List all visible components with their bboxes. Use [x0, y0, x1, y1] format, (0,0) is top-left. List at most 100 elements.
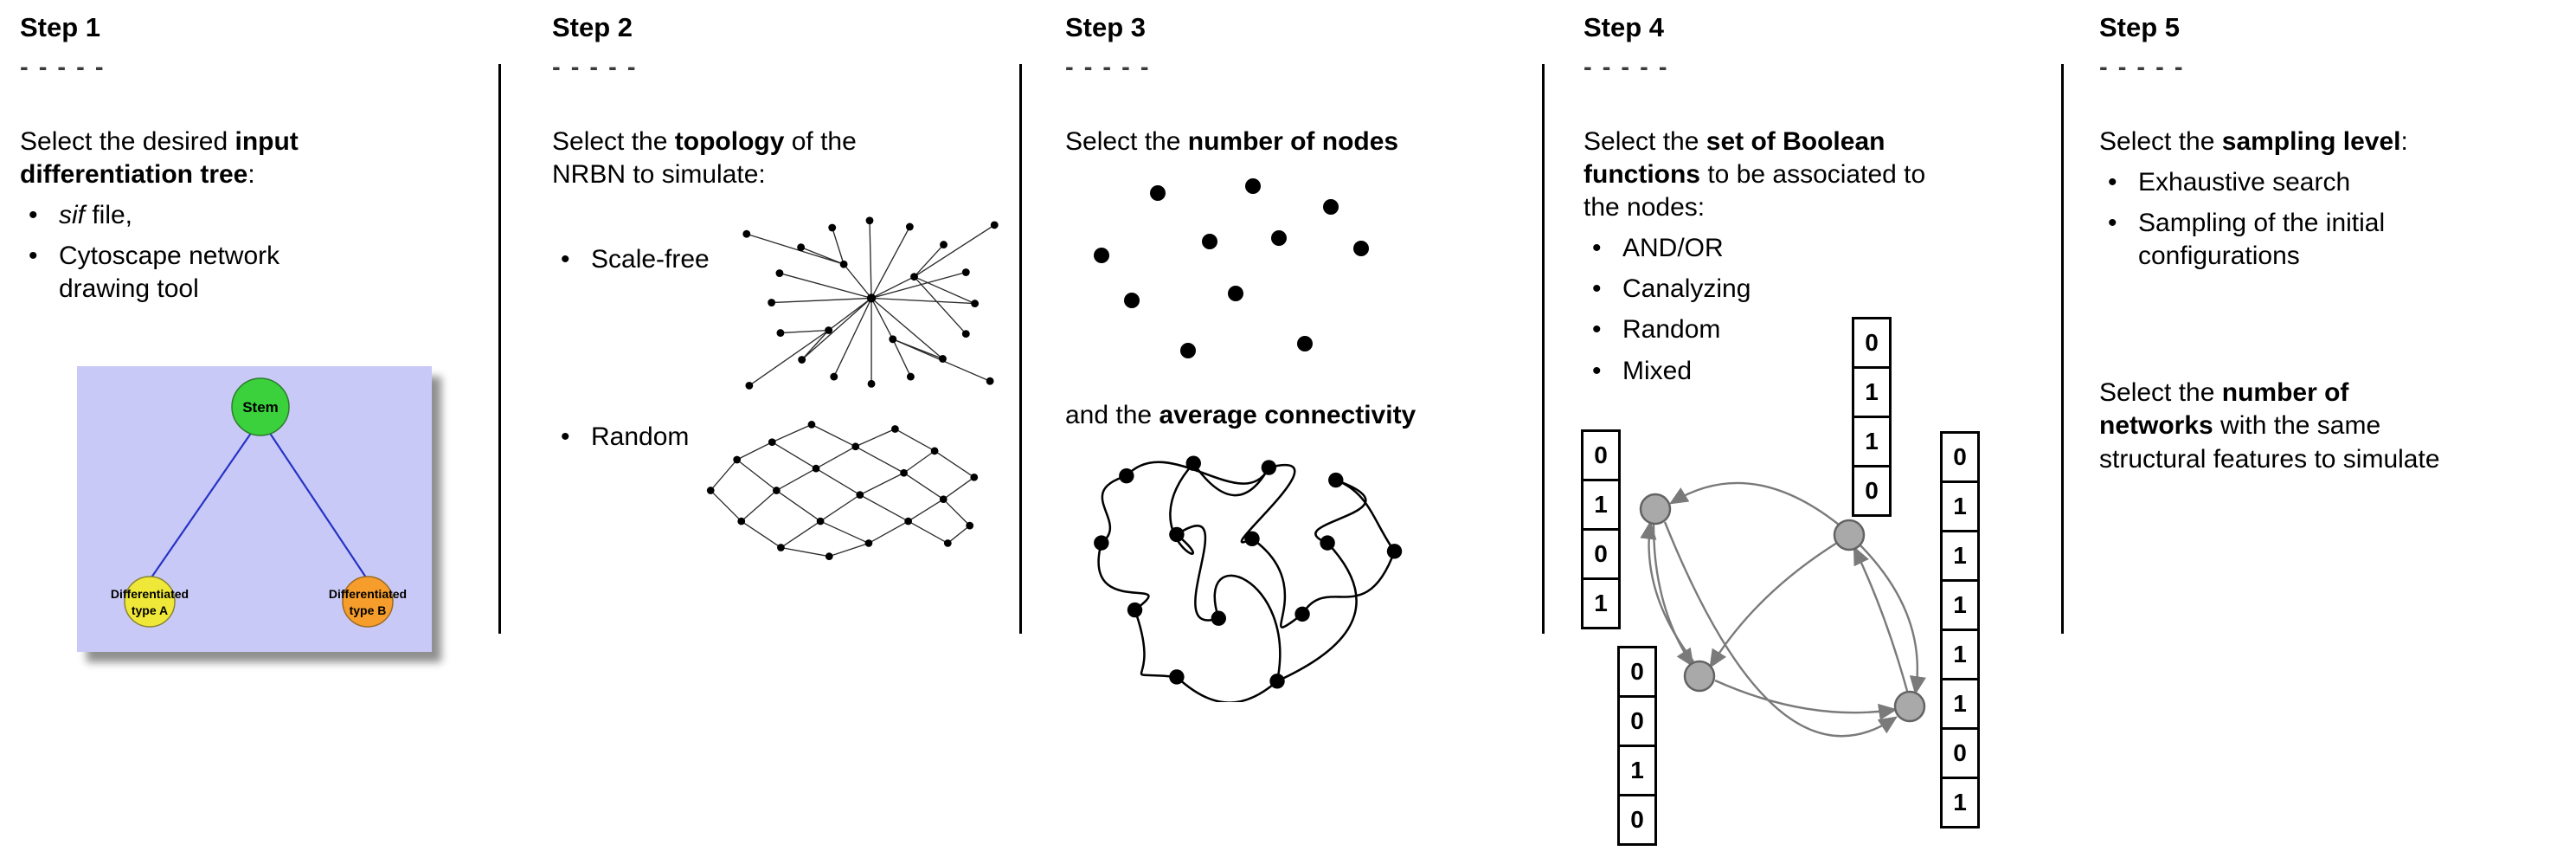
boolean-node — [1833, 519, 1866, 551]
node-dots — [1094, 178, 1369, 359]
bullet-text: Mixed — [1622, 356, 1693, 385]
bullet-item-canalyzing: •Canalyzing — [1584, 273, 2061, 306]
text-segment: Cytoscape network — [59, 242, 280, 271]
step-1-title: Step 1 — [20, 12, 101, 42]
bullet-marker: • — [1592, 315, 1602, 345]
truth-table-cell: 0 — [1617, 646, 1657, 698]
label-line: type B — [350, 603, 387, 617]
stem-node — [231, 377, 290, 437]
text-segment-bold: networks — [2099, 411, 2213, 441]
bullet-item-random: • Random — [552, 421, 697, 454]
connectivity-nodes — [1094, 455, 1403, 689]
bullet-marker: • — [2108, 168, 2117, 197]
bullet-text: Random — [1622, 315, 1721, 345]
scale-free-network-image — [742, 216, 999, 390]
scale-free-edges — [746, 220, 995, 387]
bullet-item-exhaustive: • Exhaustive search — [2099, 166, 2576, 199]
network-arrow — [1668, 481, 1844, 529]
bullet-item-sif-file: • sif file, — [20, 199, 498, 232]
truth-table-cell: 0 — [1581, 429, 1621, 481]
text-segment-bold: topology — [674, 127, 785, 156]
text-segment-bold: number of nodes — [1187, 127, 1399, 156]
bullet-marker: • — [2108, 209, 2117, 238]
text-segment: structural features to simulate — [2099, 444, 2440, 474]
step-2-title: Step 2 — [552, 12, 633, 42]
text-segment: to be associated to — [1700, 160, 1926, 190]
step-5-dashed-separator: - - - - - — [2099, 54, 2185, 81]
truth-table-cell: 1 — [1581, 577, 1621, 629]
step-4-panel: Step 4 - - - - - Select the set of Boole… — [1545, 0, 2061, 851]
text-segment: NRBN to simulate: — [552, 160, 766, 190]
truth-table-cell: 1 — [1940, 579, 1980, 631]
text-segment: of the — [784, 127, 857, 156]
text-segment-bold: average connectivity — [1159, 401, 1416, 430]
step-5-panel: Step 5 - - - - - Select the sampling lev… — [2064, 0, 2576, 851]
text-segment: : — [2400, 127, 2408, 156]
step-3-line2: and the average connectivity — [1065, 399, 1542, 432]
step-1-dashed-separator: - - - - - — [20, 54, 106, 81]
scale-free-nodes — [742, 216, 999, 390]
truth-table-cell: 0 — [1940, 727, 1980, 779]
bullet-marker: • — [561, 422, 570, 452]
truth-table-cell: 0 — [1617, 794, 1657, 846]
truth-table-bottom-left: 0 0 1 0 — [1617, 646, 1657, 846]
column-divider — [1019, 64, 1022, 634]
boolean-network-svg — [1639, 481, 1926, 738]
scale-free-option-row: • Scale-free — [552, 198, 1019, 403]
boolean-network-diagram: 0 1 0 1 0 1 1 0 0 1 1 1 1 1 0 1 — [1581, 308, 2078, 851]
type-b-label: Differentiated type B — [329, 587, 407, 617]
text-segment-bold: set of Boolean — [1706, 127, 1885, 156]
text-segment-bold: number of — [2221, 378, 2349, 408]
text-segment: Select the — [1065, 127, 1188, 156]
label-line: Differentiated — [329, 587, 407, 601]
bullet-text: Scale-free — [591, 245, 710, 274]
boolean-network-arrows — [1640, 481, 1926, 738]
truth-table-right: 0 1 1 1 1 1 0 1 — [1940, 431, 1980, 828]
step-3-title: Step 3 — [1065, 12, 1147, 42]
truth-table-cell: 0 — [1581, 528, 1621, 580]
text-segment: and the — [1065, 401, 1160, 430]
text-segment: file, — [85, 201, 133, 230]
step-2-panel: Step 2 - - - - - Select the topology of … — [501, 0, 1019, 851]
step-4-dashed-separator: - - - - - — [1584, 54, 1669, 81]
column-divider — [2061, 64, 2064, 634]
text-segment-bold: input — [234, 127, 299, 156]
truth-table-cell: 1 — [1617, 745, 1657, 796]
truth-table-left: 0 1 0 1 — [1581, 429, 1621, 629]
network-arrow — [1853, 545, 1909, 692]
truth-table-cell: 0 — [1852, 465, 1892, 517]
tree-edge-left — [151, 431, 253, 579]
bullet-marker: • — [1592, 356, 1602, 385]
stem-node-label: Stem — [242, 399, 279, 416]
text-segment-bold: sampling level — [2221, 127, 2401, 156]
network-arrow — [1709, 541, 1838, 669]
network-arrow — [1714, 679, 1898, 720]
truth-table-cell: 1 — [1852, 366, 1892, 418]
text-segment: Select the — [1584, 127, 1706, 156]
step-5-title: Step 5 — [2099, 12, 2181, 42]
truth-table-cell: 1 — [1940, 629, 1980, 680]
step-5-bullet-list: • Exhaustive search • Sampling of the in… — [2099, 166, 2576, 273]
text-segment: Select the — [2099, 378, 2222, 408]
step-3-line1: Select the number of nodes — [1065, 126, 1542, 158]
nodes-dots-image — [1094, 178, 1369, 359]
text-segment: configurations — [2138, 242, 2300, 271]
random-network-nodes — [706, 421, 979, 561]
text-segment-italic: sif — [59, 201, 85, 230]
text-segment-bold: functions — [1584, 160, 1700, 190]
bullet-item-mixed: • Mixed — [1584, 355, 2061, 388]
bullet-text: AND/OR — [1622, 234, 1724, 263]
bullet-marker: • — [561, 245, 570, 274]
step-2-dashed-separator: - - - - - — [552, 54, 638, 81]
bullet-item-random-fn: • Random — [1584, 313, 2061, 346]
text-segment: the nodes: — [1584, 193, 1706, 222]
